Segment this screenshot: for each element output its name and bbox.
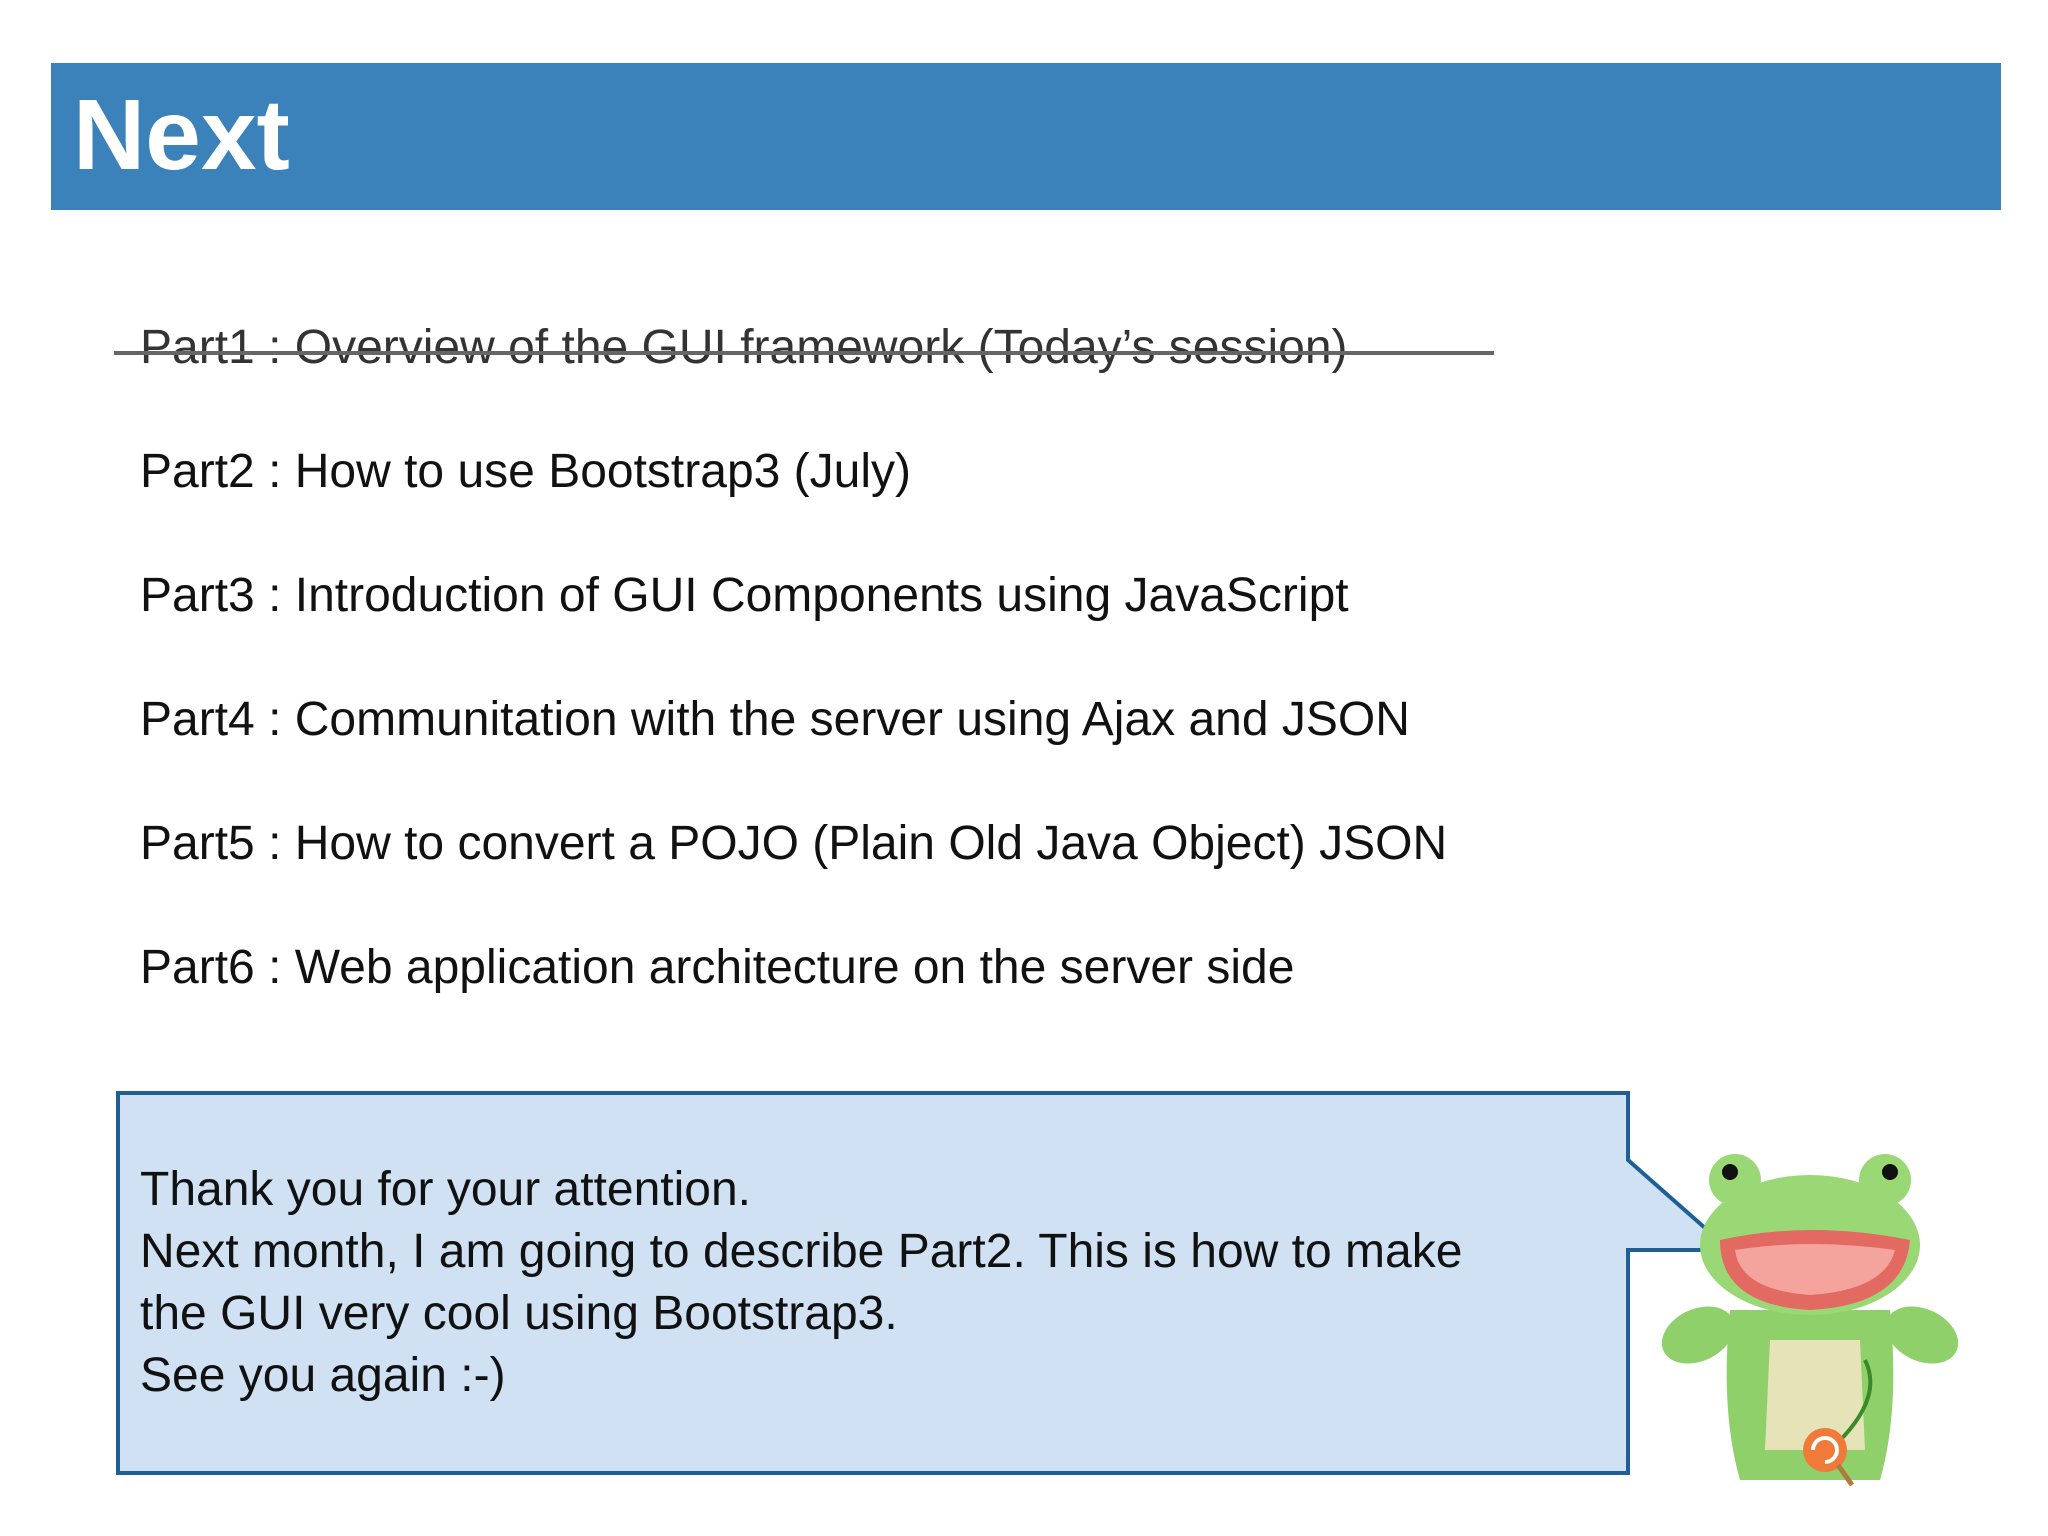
callout-line: Thank you for your attention. [140,1163,752,1216]
strikethrough-line [114,351,1494,355]
agenda-item-label: Part3 : Introduction of GUI Components u… [140,569,1349,622]
speech-bubble-shape [116,1091,1736,1475]
agenda-item-label: Part2 : How to use Bootstrap3 (July) [140,445,911,498]
callout-line: See you again :-) [140,1349,506,1402]
title-bar: Next [51,63,2001,210]
agenda-item-part1: Part1 : Overview of the GUI framework (T… [114,318,1890,378]
callout-line: the GUI very cool using Bootstrap3. [140,1287,898,1340]
agenda-item-part5: Part5 : How to convert a POJO (Plain Old… [140,814,1890,874]
agenda-list: Part1 : Overview of the GUI framework (T… [114,318,1890,1062]
agenda-item-label: Part4 : Communitation with the server us… [140,693,1410,746]
agenda-item-label: Part6 : Web application architecture on … [140,941,1295,994]
frog-puppet-icon [1661,1154,1959,1487]
agenda-item-part6: Part6 : Web application architecture on … [140,938,1890,998]
agenda-item-part4: Part4 : Communitation with the server us… [140,690,1890,750]
agenda-item-part3: Part3 : Introduction of GUI Components u… [140,566,1890,626]
agenda-item-part2: Part2 : How to use Bootstrap3 (July) [140,442,1890,502]
callout-line: Next month, I am going to describe Part2… [140,1225,1463,1278]
agenda-item-label: Part5 : How to convert a POJO (Plain Old… [140,817,1448,870]
agenda-item-label: Part1 : Overview of the GUI framework (T… [140,321,1348,374]
slide-title: Next [73,79,290,191]
callout-message: Thank you for your attention. Next month… [140,1159,1600,1407]
